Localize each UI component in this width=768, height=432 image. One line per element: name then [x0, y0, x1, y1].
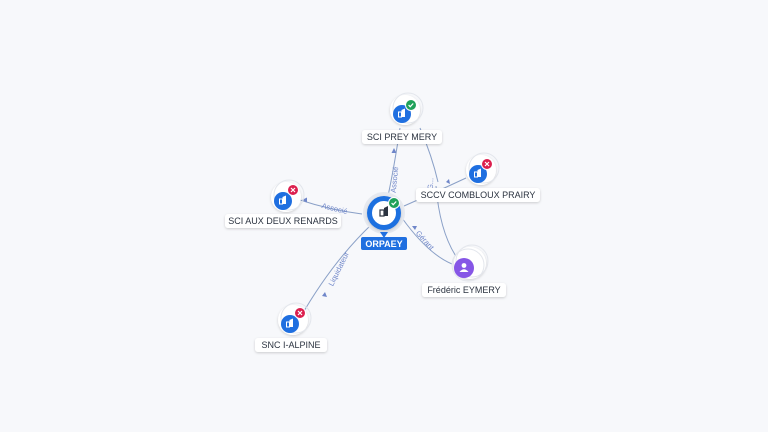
status-closed-badge	[294, 307, 306, 319]
building-icon	[398, 108, 405, 118]
arrow-alpine	[322, 292, 327, 297]
status-active-badge	[388, 197, 400, 209]
node-frederic-eymery[interactable]: Frédéric EYMERY	[422, 244, 506, 297]
arrow-combloux	[446, 179, 450, 184]
node-orpaey[interactable]: ORPAEY	[361, 192, 407, 250]
node-label-prey-mery: SCI PREY MERY	[367, 132, 437, 142]
arrow-renards	[302, 197, 307, 203]
person-icon	[459, 263, 469, 272]
building-icon	[279, 195, 286, 205]
status-closed-badge	[481, 158, 493, 170]
arrow-eymery-center	[412, 226, 417, 230]
node-sci-prey-mery[interactable]: SCI PREY MERY	[362, 92, 442, 144]
node-label-combloux: SCCV COMBLOUX PRAIRY	[421, 190, 536, 200]
edge-center-renards[interactable]	[299, 199, 363, 215]
edge-label-center-renards: Associé	[321, 201, 349, 216]
node-sccv-combloux-prairy[interactable]: SCCV COMBLOUX PRAIRY	[416, 152, 540, 202]
edge-label-eymery-center: Gérant	[414, 229, 437, 253]
building-icon	[379, 206, 388, 217]
edge-center-alpine[interactable]	[299, 223, 373, 319]
node-label-orpaey: ORPAEY	[365, 239, 402, 249]
center-label-pill	[361, 237, 407, 250]
node-label-renards: SCI AUX DEUX RENARDS	[228, 216, 338, 226]
edge-label-center-alpine: Liquidateur	[327, 250, 352, 288]
node-snc-i-alpine[interactable]: SNC I-ALPINE	[255, 302, 327, 352]
status-active-badge	[405, 99, 417, 111]
node-sci-aux-deux-renards[interactable]: SCI AUX DEUX RENARDS	[225, 179, 341, 228]
status-closed-badge	[287, 184, 299, 196]
node-label-alpine: SNC I-ALPINE	[261, 340, 320, 350]
edge-arrows	[302, 148, 450, 297]
edge-eymery-center[interactable]	[401, 217, 453, 265]
edge-label-center-prey: Associé	[389, 166, 401, 193]
building-icon	[286, 318, 293, 328]
building-icon	[474, 168, 481, 178]
edge-label-eymery-combloux: G...	[426, 177, 436, 190]
node-label-eymery: Frédéric EYMERY	[427, 285, 500, 295]
arrow-prey-mery	[391, 148, 397, 153]
